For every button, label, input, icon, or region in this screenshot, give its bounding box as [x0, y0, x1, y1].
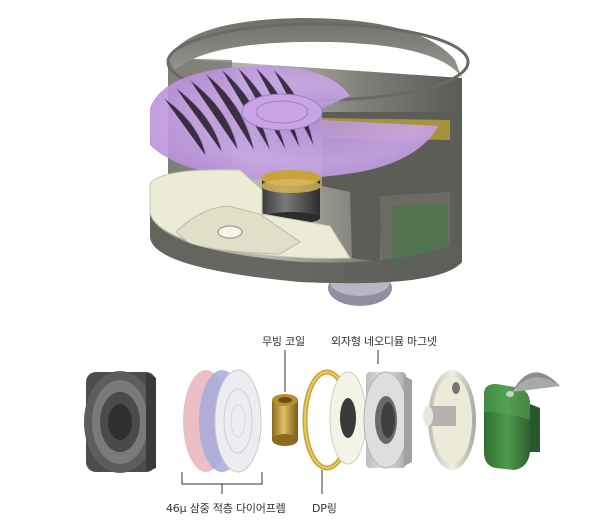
- moving-coil-icon: [272, 394, 298, 446]
- neodymium-magnet-label: 외자형 네오디뮴 마그넷: [331, 335, 437, 348]
- pcb-board-icon: [484, 384, 540, 470]
- thin-ring-icon: [329, 371, 367, 465]
- diaphragm-bracket: [181, 472, 263, 485]
- speaker-driver-cutaway-icon: [149, 18, 470, 306]
- cylindrical-housing-icon: [84, 371, 156, 473]
- ring-magnet-icon: [363, 371, 412, 469]
- dome-cap-icon: [512, 372, 560, 392]
- dp-ring-label: DP링: [312, 502, 337, 515]
- pole-plate-icon: [423, 370, 476, 470]
- diaphragm-label: 46µ 삼중 적층 다이어프렘: [166, 502, 286, 515]
- moving-coil-label: 무빙 코일: [262, 335, 305, 348]
- triple-diaphragm-icon: [183, 369, 262, 473]
